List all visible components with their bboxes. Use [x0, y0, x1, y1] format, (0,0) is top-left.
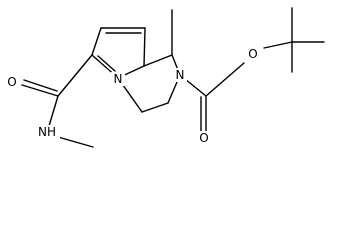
bond-ring-amide-c	[57, 54, 93, 97]
bond-nh-methyl	[57, 136, 94, 148]
bond-pyrrole-left-upper	[91, 27, 102, 56]
piperazine-ring	[117, 54, 181, 113]
carbamate-nitrogen-label: N	[176, 68, 185, 82]
atom-label-carbamate-n: N	[173, 68, 187, 82]
amide-nh-label: NH	[38, 125, 56, 139]
bond-pyrrole-right	[143, 27, 146, 67]
atom-label-ring-n: N	[111, 72, 125, 86]
bond-amide-co-2	[23, 79, 58, 92]
atom-label-ester-o: O	[246, 47, 260, 61]
atom-label-amide-o: O	[5, 75, 19, 89]
bond-amide-co-1	[21, 84, 59, 97]
amide-group	[21, 54, 94, 148]
bond-carbonyl-ester-o	[205, 62, 245, 97]
pyrrole-ring	[91, 27, 146, 79]
bond-pyrrole-left-inner	[97, 55, 116, 72]
structure-diagram: N N O O O NH	[5, 7, 325, 148]
bond-ch2-ch2	[141, 102, 169, 113]
bond-amide-c-n	[48, 95, 59, 127]
ester-oxygen-label: O	[248, 47, 257, 61]
amide-oxygen-label: O	[7, 75, 16, 89]
atom-label-ester-carbonyl-o: O	[197, 131, 211, 145]
atom-label-amide-nh: NH	[34, 125, 60, 139]
boc-group	[179, 7, 325, 134]
bond-ch-methyl-c	[143, 54, 173, 67]
ester-carbonyl-oxygen-label: O	[199, 131, 208, 145]
bond-ester-o-cq	[263, 41, 293, 49]
ring-nitrogen-label: N	[114, 72, 123, 86]
